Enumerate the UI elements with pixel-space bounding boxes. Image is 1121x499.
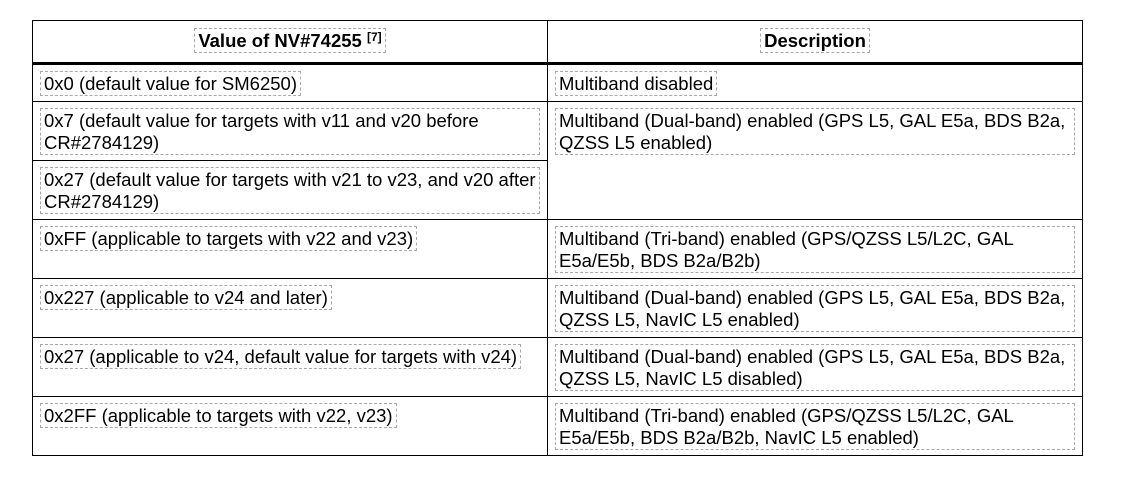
table-header: Value of NV#74255 [7] Description	[32, 20, 1083, 65]
header-footnote-ref[interactable]: [7]	[366, 30, 382, 44]
header-description-label: Description	[760, 28, 870, 53]
table-body: 0x0 (default value for SM6250) Multiband…	[32, 63, 1083, 456]
value-text: 0x0 (default value for SM6250)	[40, 71, 301, 96]
header-row: Value of NV#74255 [7] Description	[32, 20, 1083, 65]
table-row: 0x0 (default value for SM6250) Multiband…	[32, 63, 1083, 102]
value-text: 0x27 (applicable to v24, default value f…	[40, 344, 522, 369]
table-row: 0x7 (default value for targets with v11 …	[32, 101, 1083, 220]
description-cell: Multiband (Dual-band) enabled (GPS L5, G…	[547, 278, 1083, 338]
value-text: 0xFF (applicable to targets with v22 and…	[40, 226, 418, 251]
value-cell: 0x2FF (applicable to targets with v22, v…	[32, 396, 548, 456]
value-cell: 0xFF (applicable to targets with v22 and…	[32, 219, 548, 279]
value-text: 0x27 (default value for targets with v21…	[40, 167, 540, 214]
description-text: Multiband disabled	[555, 71, 718, 96]
header-value-label: Value of NV#74255	[198, 30, 362, 51]
description-text: Multiband (Tri-band) enabled (GPS/QZSS L…	[555, 403, 1075, 450]
description-cell-merged: Multiband (Dual-band) enabled (GPS L5, G…	[547, 101, 1083, 220]
value-cell: 0x227 (applicable to v24 and later)	[32, 278, 548, 338]
table-row: 0x27 (default value for targets with v21…	[32, 160, 1083, 220]
header-value-cell: Value of NV#74255 [7]	[32, 20, 548, 65]
table-row: 0x227 (applicable to v24 and later) Mult…	[32, 278, 1083, 338]
description-cell: Multiband (Dual-band) enabled (GPS L5, G…	[547, 337, 1083, 397]
description-text: Multiband (Dual-band) enabled (GPS L5, G…	[555, 285, 1075, 332]
header-value-label-box: Value of NV#74255 [7]	[194, 28, 386, 53]
table-row: 0x2FF (applicable to targets with v22, v…	[32, 396, 1083, 456]
description-cell: Multiband (Tri-band) enabled (GPS/QZSS L…	[547, 219, 1083, 279]
value-text: 0x2FF (applicable to targets with v22, v…	[40, 403, 397, 428]
table-row: 0x27 (applicable to v24, default value f…	[32, 337, 1083, 397]
value-cell: 0x27 (applicable to v24, default value f…	[32, 337, 548, 397]
value-cell: 0x0 (default value for SM6250)	[32, 63, 548, 102]
value-text: 0x227 (applicable to v24 and later)	[40, 285, 332, 310]
value-cell: 0x27 (default value for targets with v21…	[32, 160, 548, 220]
header-description-cell: Description	[547, 20, 1083, 65]
table-row: 0xFF (applicable to targets with v22 and…	[32, 219, 1083, 279]
description-text: Multiband (Tri-band) enabled (GPS/QZSS L…	[555, 226, 1075, 273]
nv-value-table: Value of NV#74255 [7] Description 0x0 (d…	[32, 20, 1083, 456]
value-text: 0x7 (default value for targets with v11 …	[40, 108, 540, 155]
description-text: Multiband (Dual-band) enabled (GPS L5, G…	[555, 344, 1075, 391]
description-text: Multiband (Dual-band) enabled (GPS L5, G…	[555, 108, 1075, 155]
value-cell: 0x7 (default value for targets with v11 …	[32, 101, 548, 161]
description-cell: Multiband (Tri-band) enabled (GPS/QZSS L…	[547, 396, 1083, 456]
description-cell: Multiband disabled	[547, 63, 1083, 102]
